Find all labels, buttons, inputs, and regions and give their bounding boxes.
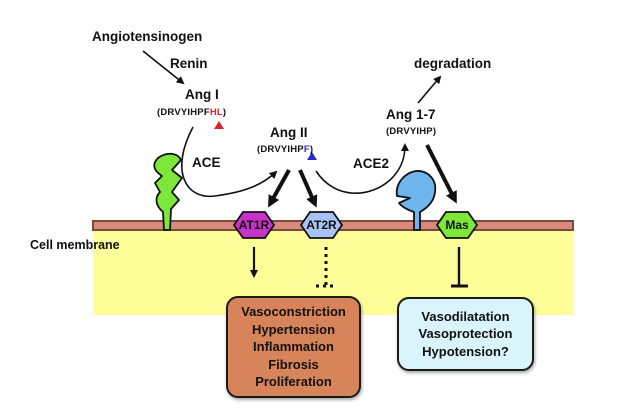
effect-item: Hypotension? <box>422 343 509 359</box>
ace2-label: ACE2 <box>353 156 390 171</box>
at1r-effects-box: Vasoconstriction Hypertension Inflammati… <box>226 296 361 398</box>
ang2-label: Ang II <box>270 125 308 140</box>
ang2-seq-suffix: ) <box>309 144 314 155</box>
ace-label: ACE <box>192 155 221 170</box>
ang2-to-at2r-arrow <box>298 169 318 208</box>
ang1-label: Ang I <box>185 87 219 102</box>
ang17-to-mas-arrow <box>425 144 457 204</box>
ace2-cleavage-marker <box>307 152 317 160</box>
effect-item: Inflammation <box>253 339 334 355</box>
ang2-seq-prefix: (DRVYIHP <box>257 144 304 155</box>
ang2-seq-cleaved: F <box>303 144 310 155</box>
ang1-sequence: (DRVYIHPFHL) <box>157 107 226 118</box>
ang1-seq-prefix: (DRVYIHPF <box>157 107 210 118</box>
at1r-label: AT1R <box>238 218 270 232</box>
degradation-arrow <box>417 75 442 104</box>
effect-item: Proliferation <box>255 374 332 390</box>
ace2-conversion-arrow <box>315 143 409 194</box>
effect-item: Vasoconstriction <box>241 304 346 320</box>
ang17-sequence: (DRVYIHP) <box>386 126 437 137</box>
ang17-label: Ang 1-7 <box>386 107 436 122</box>
mas-label: Mas <box>445 218 469 232</box>
at2r-label: AT2R <box>306 218 337 232</box>
ace2-enzyme-icon <box>395 170 437 231</box>
renin-label: Renin <box>170 56 208 71</box>
ang1-seq-suffix: ) <box>222 107 227 118</box>
mas-effects-box: Vasodilatation Vasoprotection Hypotensio… <box>397 297 534 371</box>
renin-arrow <box>142 50 185 85</box>
effect-item: Hypertension <box>251 321 336 337</box>
effect-item: Vasodilatation <box>421 308 510 324</box>
ang2-to-at1r-arrow <box>268 169 291 208</box>
cell-membrane-label: Cell membrane <box>30 238 120 252</box>
angiotensinogen-label: Angiotensinogen <box>92 29 203 44</box>
ace-cleavage-marker <box>214 121 224 129</box>
ang2-sequence: (DRVYIHPF) <box>257 144 313 155</box>
effect-item: Fibrosis <box>268 356 319 372</box>
ang1-seq-cleaved: HL <box>209 107 223 118</box>
ace-enzyme-icon <box>153 152 183 231</box>
at2r-receptor-shape <box>299 211 344 239</box>
degradation-label: degradation <box>414 56 492 71</box>
ace-conversion-arrow <box>181 126 278 198</box>
effect-item: Vasoprotection <box>418 326 513 342</box>
mas-receptor-shape <box>435 211 479 239</box>
at1r-receptor-shape <box>232 211 276 239</box>
